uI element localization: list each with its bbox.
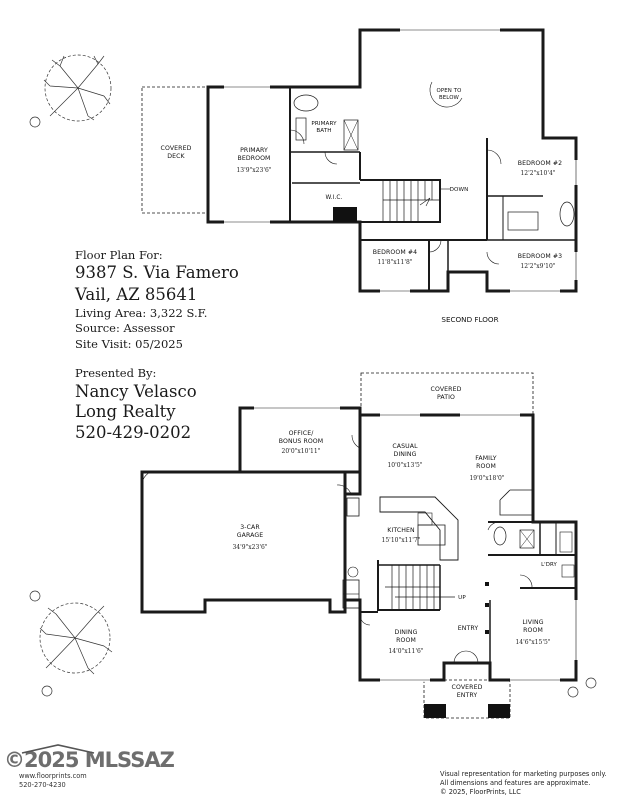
family-room-dimensions: 19'0"x18'0": [469, 475, 504, 482]
office-dimensions: 20'0"x10'11": [282, 448, 321, 455]
office-label: OFFICE/BONUS ROOM: [279, 430, 323, 445]
tree-icon: [39, 602, 113, 675]
primary-bedroom-dimensions: 13'9"x23'6": [236, 167, 271, 174]
kitchen-label: KITCHEN: [387, 527, 415, 534]
kitchen-dimensions: 15'10"x11'7": [382, 537, 421, 544]
house-logo-icon: [21, 744, 95, 754]
floorprints-phone: 520-270-4230: [19, 781, 66, 789]
shrub-icon: [29, 116, 597, 698]
up-label: UP: [458, 595, 466, 601]
second-floor-title: SECOND FLOOR: [441, 315, 498, 324]
entry-label: ENTRY: [458, 625, 479, 632]
bedroom-2-dimensions: 12'2"x10'4": [520, 170, 555, 177]
second-floor-plan: [141, 28, 578, 293]
floorprints-logo: ©2025 MLSSAZ www.floorprints.com 520-270…: [4, 744, 175, 790]
bedroom-3-dimensions: 12'2"x9'10": [520, 263, 555, 270]
site-visit: Site Visit: 05/2025: [75, 337, 183, 351]
disclaimer-line-1: Visual representation for marketing purp…: [440, 770, 607, 778]
address-line-1: 9387 S. Via Famero: [75, 263, 239, 282]
presented-by-heading: Presented By:: [75, 366, 157, 380]
laundry-label: L'DRY: [541, 562, 557, 568]
floor-plan-heading: Floor Plan For:: [75, 248, 163, 262]
garage-dimensions: 34'9"x23'6": [232, 544, 267, 551]
agent-name: Nancy Velasco: [75, 382, 197, 401]
bedroom-2-label: BEDROOM #2: [518, 160, 562, 167]
mls-watermark: ©2025 MLSSAZ: [4, 748, 175, 772]
casual-dining-dimensions: 10'0"x13'5": [387, 462, 422, 469]
source: Source: Assessor: [75, 321, 175, 335]
wic-door-block: [333, 207, 357, 222]
covered-entry-outline: [423, 679, 511, 719]
address-line-2: Vail, AZ 85641: [75, 285, 198, 304]
bedroom-4-label: BEDROOM #4: [373, 249, 417, 256]
first-floor-plan: [140, 372, 578, 719]
copyright: © 2025, FloorPrints, LLC: [440, 788, 521, 796]
living-room-dimensions: 14'6"x15'5": [515, 639, 550, 646]
agent-phone: 520-429-0202: [75, 423, 192, 442]
disclaimer: Visual representation for marketing purp…: [440, 770, 607, 797]
bedroom-3-label: BEDROOM #3: [518, 253, 562, 260]
brokerage-name: Long Realty: [75, 402, 176, 421]
bedroom-4-dimensions: 11'8"x11'8": [377, 259, 412, 266]
floorprints-website: www.floorprints.com: [19, 772, 87, 780]
living-area: Living Area: 3,322 S.F.: [75, 306, 208, 320]
entry-columns: [424, 704, 510, 718]
tree-icon: [43, 54, 112, 122]
dining-room-dimensions: 14'0"x11'6": [388, 648, 423, 655]
disclaimer-line-2: All dimensions and features are approxim…: [440, 779, 591, 787]
wic-label: W.I.C.: [326, 195, 343, 201]
covered-deck-outline: [141, 86, 209, 214]
down-label: DOWN: [450, 187, 469, 193]
